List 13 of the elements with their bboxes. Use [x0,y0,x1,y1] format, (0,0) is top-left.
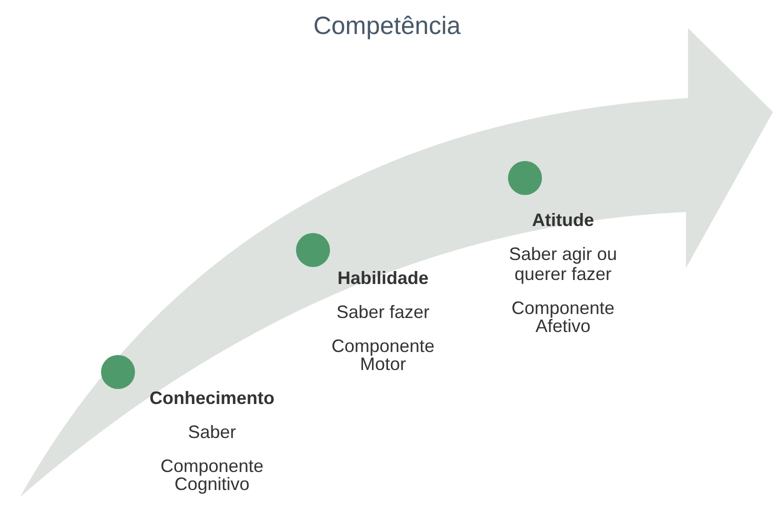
circle-marker [101,355,135,389]
circle-marker [508,161,542,195]
circle-marker [296,233,330,267]
stage-heading: Atitude [532,210,594,231]
stage-component: Componente Afetivo [510,298,616,335]
stage-component: Componente Cognitivo [159,456,265,493]
stage-description: Saber [188,423,236,443]
stage-component: Componente Motor [330,336,436,373]
stage-heading: Habilidade [337,268,429,289]
stage-heading: Conhecimento [149,388,274,409]
title: Competência [312,12,462,41]
stage-description: Saber agir ou querer fazer [508,245,618,285]
stage-description: Saber fazer [336,303,430,323]
